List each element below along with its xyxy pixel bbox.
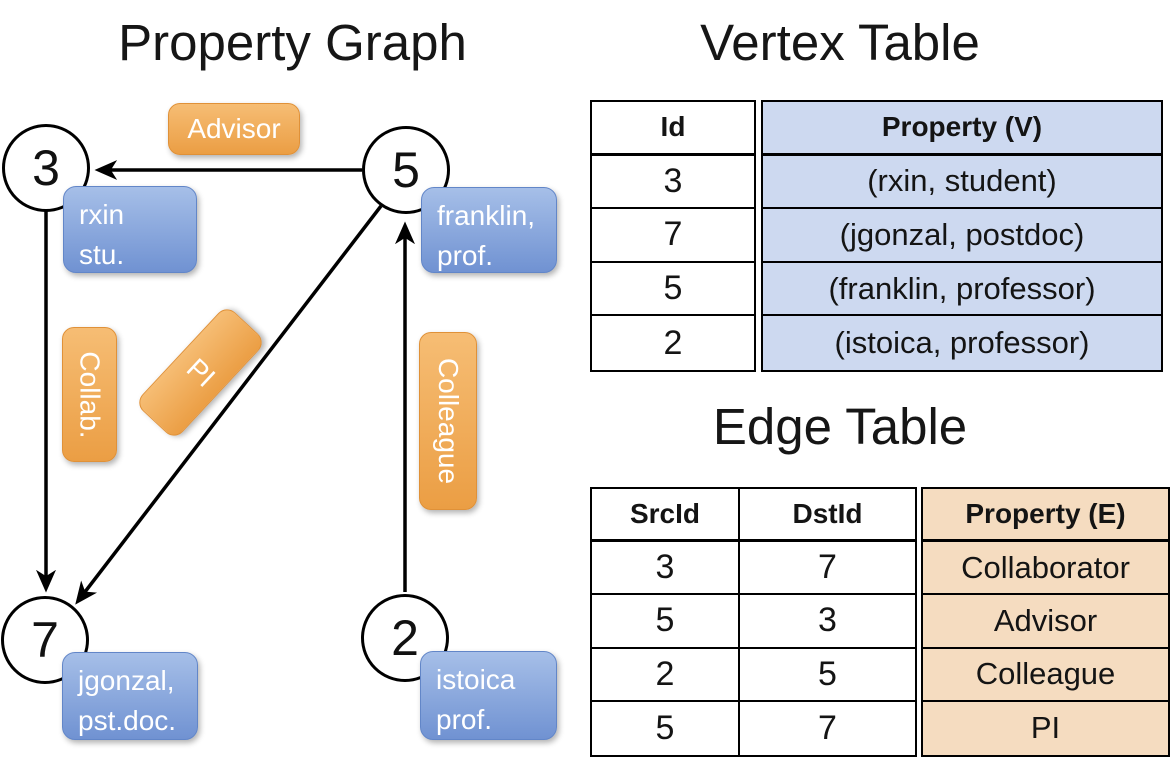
property-graph-title: Property Graph [118,14,467,71]
edge-src-cell: 5 [592,595,740,649]
vertex-table-property-column: Property (V) (rxin, student) (jgonzal, p… [761,100,1163,372]
vertex-property-line: jgonzal, [78,665,175,696]
vertex-node-2: 2 [361,594,449,682]
vertex-id-cell: 5 [592,263,754,317]
vertex-table: Id 3 7 5 2 Property (V) (rxin, student) … [590,100,1163,372]
edge-property-cell: Colleague [923,649,1168,702]
graph-edges [35,159,416,605]
vertex-id-cell: 3 [592,156,754,210]
vertex-id-cell: 2 [663,323,683,362]
edge-dst-cell: 7 [740,542,915,596]
edge-src-cell: 5 [592,701,740,755]
vertex-property-cell: (rxin, student) [763,156,1161,210]
vertex-node-3-id: 3 [32,140,60,196]
edge-label-collab: Collab. [62,327,117,462]
edge-label-text: Collab. [74,350,106,439]
vertex-node-5: 5 [362,126,450,214]
vertex-table-id-column: Id 3 7 5 2 [590,100,756,372]
edge-src-cell: 3 [592,542,740,596]
edge-dst-cell: 5 [740,649,915,702]
vertex-property-line: prof. [437,239,494,271]
edge-table-header-dstid: DstId [740,489,915,543]
edge-label-advisor: Advisor [168,103,300,155]
edge-table-header-property: Property (E) [923,489,1168,543]
vertex-property-istoica: istoica prof. [420,651,557,740]
edge-label-colleague: Colleague [419,332,477,510]
edge-property-cell: Advisor [923,595,1168,649]
edge-label-text: Advisor [187,113,281,144]
edge-pi-5-to-7 [75,204,383,605]
edge-dst-cell: 7 [818,708,837,747]
edge-src-cell: 2 [592,648,740,702]
vertex-node-7-id: 7 [31,612,59,668]
vertex-node-5-id: 5 [392,142,420,198]
vertex-property-line: franklin, [437,200,536,231]
vertex-table-header-id: Id [592,102,754,156]
vertex-property-jgonzal: jgonzal, pst.doc. [62,652,198,740]
vertex-property-line: istoica [436,664,516,695]
edge-table-property-column: Property (E) Collaborator Advisor Collea… [921,487,1170,757]
vertex-property-line: stu. [79,238,125,270]
vertex-property-line: pst.doc. [78,704,177,736]
vertex-property-cell: (jgonzal, postdoc) [763,209,1161,263]
vertex-id-cell: 7 [592,209,754,263]
vertex-property-cell: (franklin, professor) [763,263,1161,317]
vertex-property-line: rxin [79,199,125,230]
vertex-table-title: Vertex Table [700,14,980,71]
vertex-table-header-property: Property (V) [763,102,1161,156]
edge-dst-cell: 3 [740,595,915,649]
edge-label-text: PI [180,351,222,393]
vertex-node-2-id: 2 [391,610,419,666]
edge-table-header-srcid: SrcId [592,489,740,543]
vertex-property-rxin: rxin stu. [63,186,197,273]
vertex-property-cell: (istoica, professor) [834,325,1090,361]
vertex-property-franklin: franklin, prof. [421,187,557,273]
edge-table: SrcId DstId 3 7 5 3 2 5 5 7 Property (E)… [590,487,1170,757]
edge-table-title: Edge Table [712,398,968,455]
edge-property-cell: PI [1030,710,1061,746]
edge-table-id-columns: SrcId DstId 3 7 5 3 2 5 5 7 [590,487,917,757]
vertex-property-line: prof. [436,703,493,735]
edge-label-text: Colleague [433,357,465,485]
edge-property-cell: Collaborator [923,542,1168,596]
